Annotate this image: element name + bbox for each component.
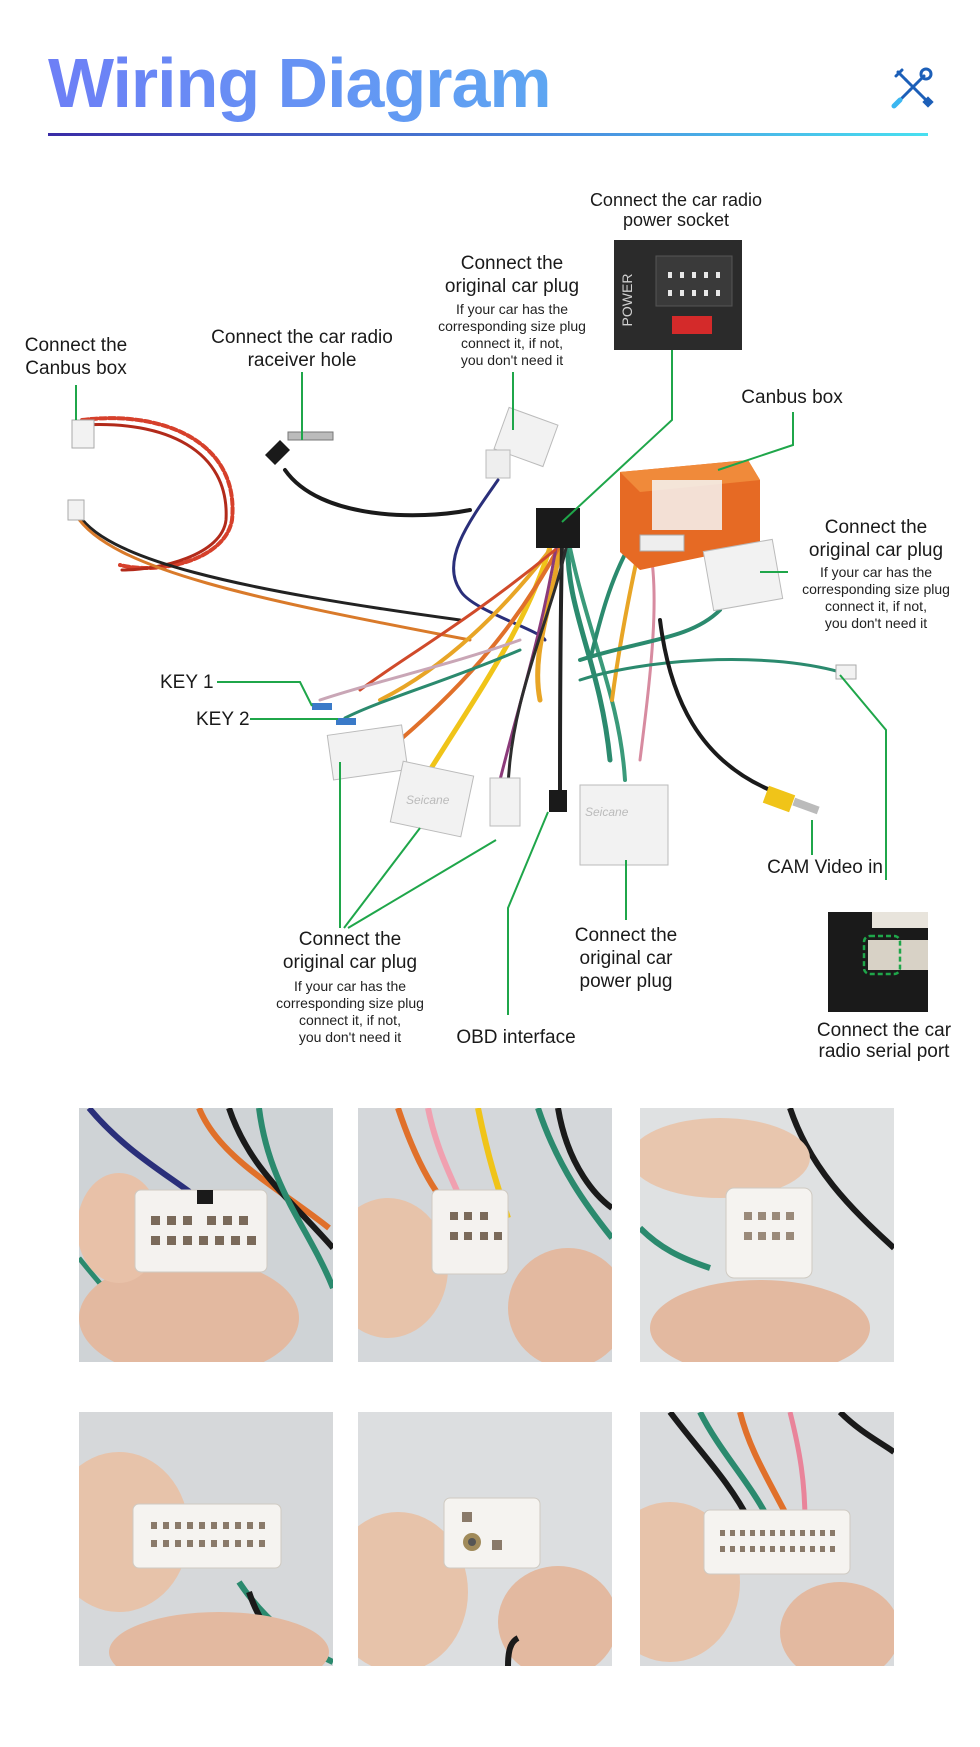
- connector-photo-2: [358, 1108, 612, 1362]
- label-note: If your car has the corresponding size p…: [802, 564, 950, 631]
- label-original-plug-top: Connect the original car plug If your ca…: [424, 252, 600, 369]
- wiring-diagram: POWER Seicane Seicane: [67, 240, 928, 1015]
- label-original-plug-right: Connect the original car plug If your ca…: [788, 516, 964, 632]
- label-power-socket: Connect the car radio power socket: [589, 190, 763, 230]
- connector-photo-1: [79, 1108, 333, 1362]
- watermark: Seicane: [406, 793, 450, 807]
- watermark: Seicane: [585, 805, 629, 819]
- leader-lines: [75, 350, 887, 1015]
- connector-photo-6: [640, 1412, 894, 1666]
- connector-photo-4: [79, 1412, 333, 1666]
- power-module-label: POWER: [619, 274, 635, 327]
- label-note: If your car has the corresponding size p…: [276, 978, 424, 1045]
- page-title: Wiring Diagram: [48, 38, 552, 128]
- label-antenna: Connect the car radio raceiver hole: [211, 327, 393, 371]
- title-divider: [48, 133, 928, 136]
- tools-icon: [891, 67, 934, 109]
- connectors: POWER Seicane Seicane: [67, 240, 928, 1012]
- label-note: If your car has the corresponding size p…: [438, 301, 586, 368]
- label-original-plug-bottom: Connect the original car plug If your ca…: [262, 928, 438, 1046]
- serial-port-photo: [828, 912, 928, 1012]
- label-key2: KEY 2: [196, 709, 250, 730]
- label-canbus-box: Canbus box: [741, 387, 843, 408]
- label-power-plug: Connect the original car power plug: [574, 925, 678, 992]
- connector-photo-5: [358, 1412, 612, 1666]
- harness-wires: [74, 416, 842, 792]
- connector-photo-3: [640, 1108, 894, 1362]
- label-key1: KEY 1: [160, 672, 214, 693]
- label-cam-video: CAM Video in: [767, 857, 883, 878]
- power-socket-module: POWER: [614, 240, 742, 350]
- label-serial-port: Connect the car radio serial port: [816, 1020, 952, 1062]
- label-canbus-connect: Connect the Canbus box: [24, 335, 128, 379]
- label-obd: OBD interface: [456, 1027, 576, 1048]
